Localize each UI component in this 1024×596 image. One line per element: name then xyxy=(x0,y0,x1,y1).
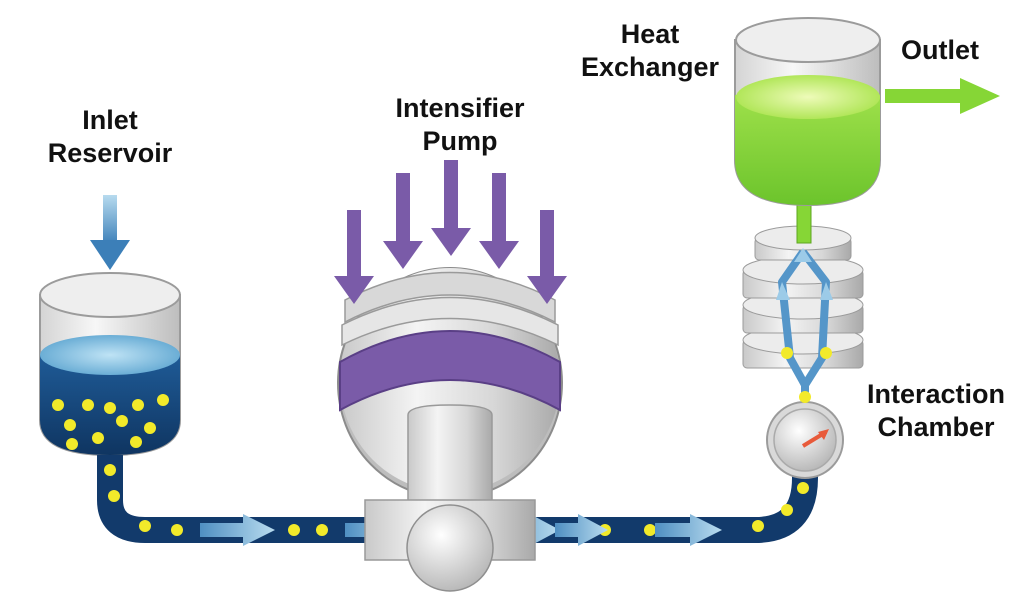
outlet-label: Outlet xyxy=(901,35,979,65)
outlet-arrow xyxy=(885,78,1000,114)
heat-exchanger xyxy=(734,17,881,244)
inlet-pipe xyxy=(97,455,375,543)
reservoir-particles xyxy=(52,394,169,450)
heat-exchanger-label: Heat Exchanger xyxy=(580,19,720,82)
pump-pressure-arrows xyxy=(334,160,567,304)
chamber-flow-channels xyxy=(776,248,833,403)
inlet-arrow xyxy=(90,195,130,270)
inlet-reservoir xyxy=(39,272,181,457)
intensifier-pump-label: Intensifier Pump xyxy=(395,93,525,156)
inlet-reservoir-label: Inlet Reservoir xyxy=(47,105,173,168)
intensifier-pump xyxy=(337,267,563,592)
interaction-chamber-label: Interaction Chamber xyxy=(866,379,1006,442)
interaction-chamber xyxy=(766,401,844,479)
chamber-discs xyxy=(742,225,864,369)
